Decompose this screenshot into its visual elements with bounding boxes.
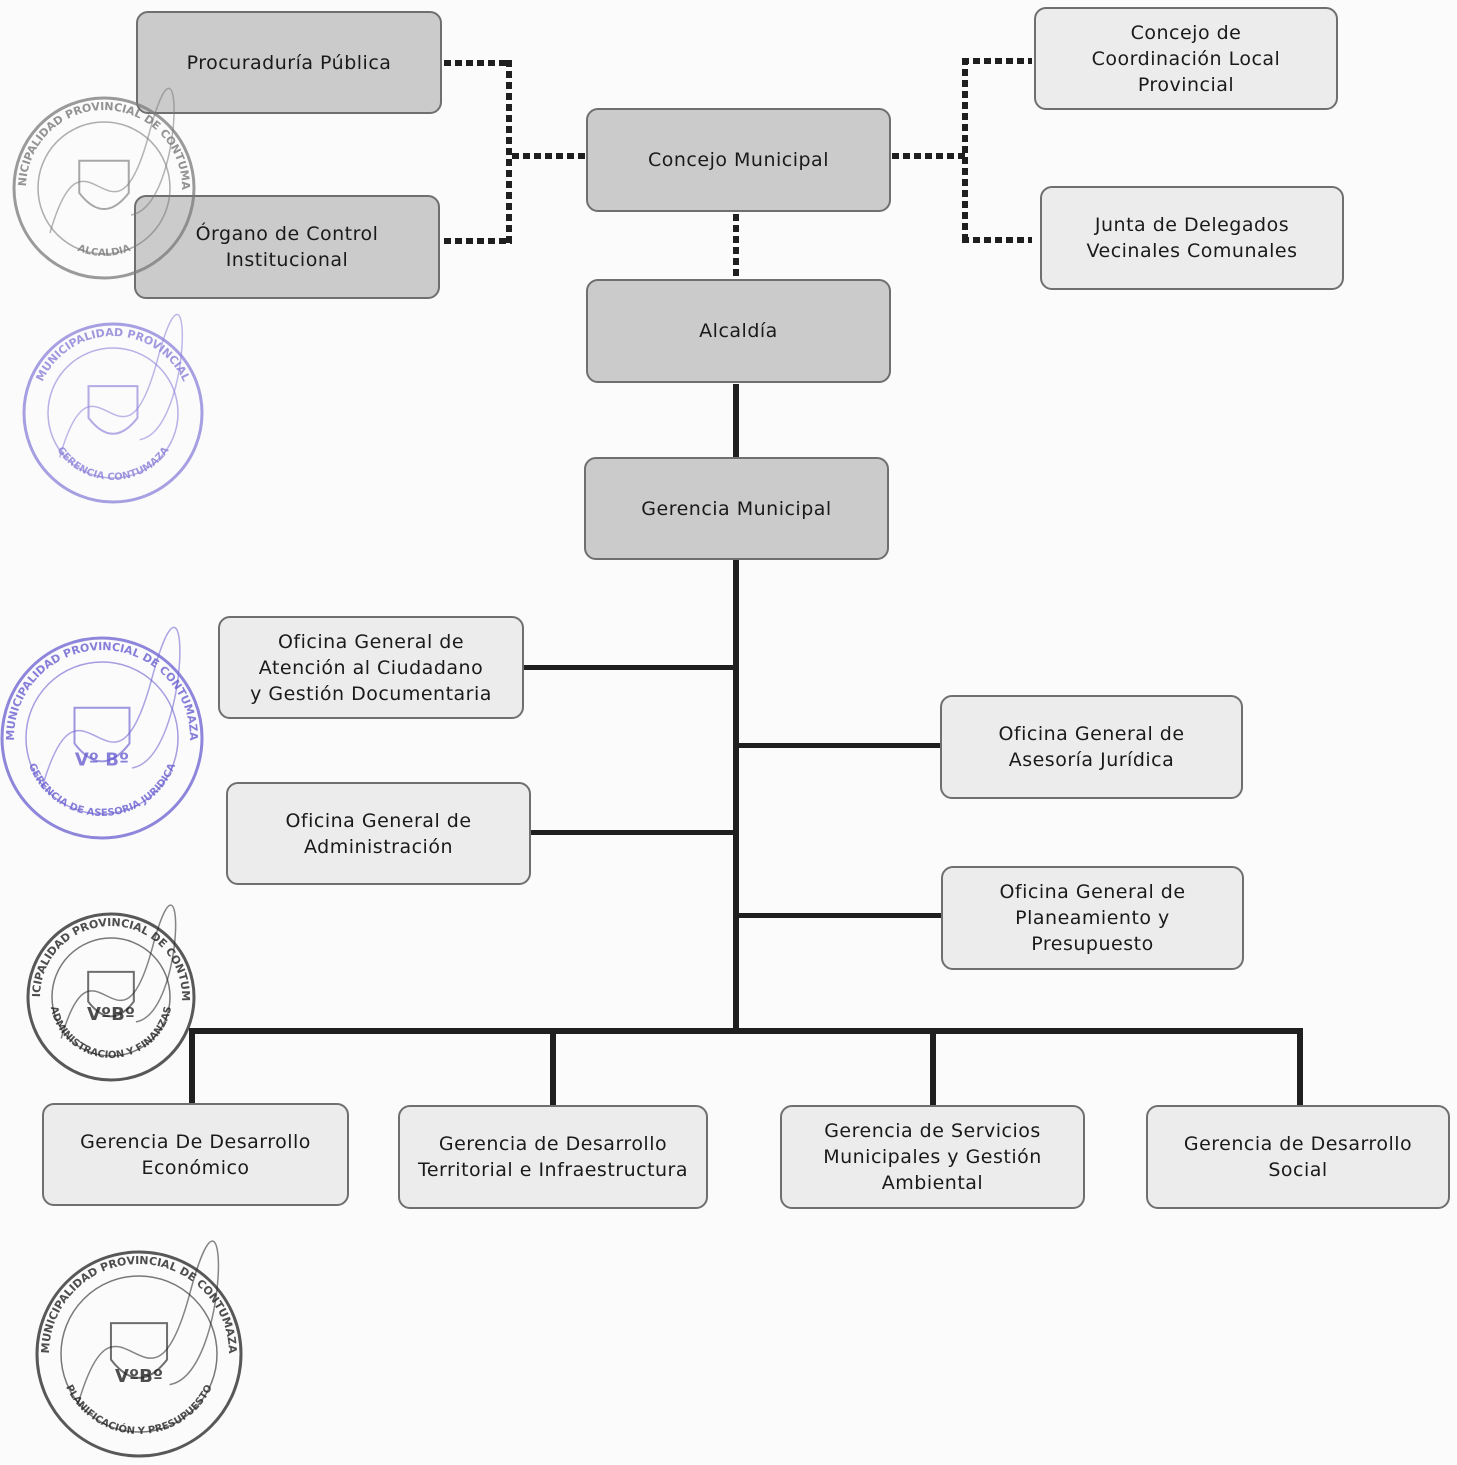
svg-text:MUNICIPALIDAD PROVINCIAL DE CO: MUNICIPALIDAD PROVINCIAL DE CONTUMAZA bbox=[39, 1254, 239, 1354]
connector-drop-economico bbox=[189, 1028, 195, 1104]
connector-organo-control bbox=[444, 238, 512, 244]
svg-text:ALCALDIA: ALCALDIA bbox=[76, 243, 132, 259]
connector-procuraduria bbox=[444, 60, 512, 66]
connector-left-to-concejo bbox=[512, 153, 586, 159]
seal-stamp-asesoria-juridica: MUNICIPALIDAD PROVINCIAL DE CONTUMAZAGER… bbox=[0, 626, 204, 840]
svg-text:MUNICIPALIDAD PROVINCIAL DE CO: MUNICIPALIDAD PROVINCIAL DE CONTUMAZA bbox=[4, 640, 200, 741]
node-gerencia-servicios-municipales: Gerencia de Servicios Municipales y Gest… bbox=[780, 1105, 1085, 1209]
svg-text:VºBº: VºBº bbox=[115, 1366, 163, 1387]
seal-stamp-alcaldia: MUNICIPALIDAD PROVINCIAL DE CONTUMAZAALC… bbox=[3, 82, 196, 280]
svg-text:PLANIFICACIÓN Y PRESUPUESTO: PLANIFICACIÓN Y PRESUPUESTO bbox=[63, 1383, 215, 1437]
node-alcaldia: Alcaldía bbox=[586, 279, 891, 383]
node-oficina-planeamiento: Oficina General de Planeamiento y Presup… bbox=[941, 866, 1244, 970]
connector-atencion bbox=[524, 665, 736, 670]
connector-drop-social bbox=[1297, 1028, 1303, 1106]
node-organo-control-institucional: Órgano de Control Institucional bbox=[134, 195, 440, 299]
connector-right-vertical bbox=[962, 58, 968, 242]
connector-bottom-bar bbox=[189, 1028, 1303, 1034]
connector-concejo-to-right bbox=[892, 153, 966, 159]
seal-stamp-gerencia: MUNICIPALIDAD PROVINCIAL GERENCIA CONTUMA… bbox=[22, 313, 204, 504]
node-oficina-atencion-ciudadano: Oficina General de Atención al Ciudadano… bbox=[218, 616, 524, 719]
node-oficina-administracion: Oficina General de Administración bbox=[226, 782, 531, 885]
seal-stamp-administracion: MUNICIPALIDAD PROVINCIAL DE CONTUMAZAADM… bbox=[17, 898, 196, 1082]
connector-drop-territorial bbox=[550, 1028, 556, 1106]
node-gerencia-desarrollo-territorial: Gerencia de Desarrollo Territorial e Inf… bbox=[398, 1105, 708, 1209]
connector-alcaldia-gerencia bbox=[733, 384, 739, 458]
node-gerencia-municipal: Gerencia Municipal bbox=[584, 457, 889, 560]
connector-administracion bbox=[531, 830, 736, 835]
svg-text:VºBº: VºBº bbox=[87, 1004, 135, 1025]
node-gerencia-desarrollo-economico: Gerencia De Desarrollo Económico bbox=[42, 1103, 349, 1206]
node-concejo-municipal: Concejo Municipal bbox=[586, 108, 891, 212]
connector-planeamiento bbox=[736, 913, 942, 918]
connector-drop-servicios bbox=[930, 1028, 936, 1106]
connector-concejo-alcaldia bbox=[733, 214, 739, 278]
node-oficina-asesoria-juridica: Oficina General de Asesoría Jurídica bbox=[940, 695, 1243, 799]
svg-text:Vº Bº: Vº Bº bbox=[75, 750, 129, 771]
connector-left-vertical bbox=[506, 60, 512, 244]
connector-main-trunk bbox=[733, 559, 739, 1033]
node-concejo-coordinacion-local: Concejo de Coordinación Local Provincial bbox=[1034, 7, 1338, 110]
svg-text:GERENCIA CONTUMAZA: GERENCIA CONTUMAZA bbox=[55, 445, 172, 483]
seal-stamp-planificacion: MUNICIPALIDAD PROVINCIAL DE CONTUMAZA PLA… bbox=[35, 1240, 243, 1458]
node-procuraduria-publica: Procuraduría Pública bbox=[136, 11, 442, 114]
connector-coordinacion bbox=[962, 58, 1032, 64]
connector-junta bbox=[962, 237, 1032, 243]
node-junta-delegados-vecinales: Junta de Delegados Vecinales Comunales bbox=[1040, 186, 1344, 290]
connector-asesoria bbox=[736, 743, 942, 748]
svg-text:MUNICIPALIDAD PROVINCIAL: MUNICIPALIDAD PROVINCIAL bbox=[33, 326, 192, 384]
node-gerencia-desarrollo-social: Gerencia de Desarrollo Social bbox=[1146, 1105, 1450, 1209]
